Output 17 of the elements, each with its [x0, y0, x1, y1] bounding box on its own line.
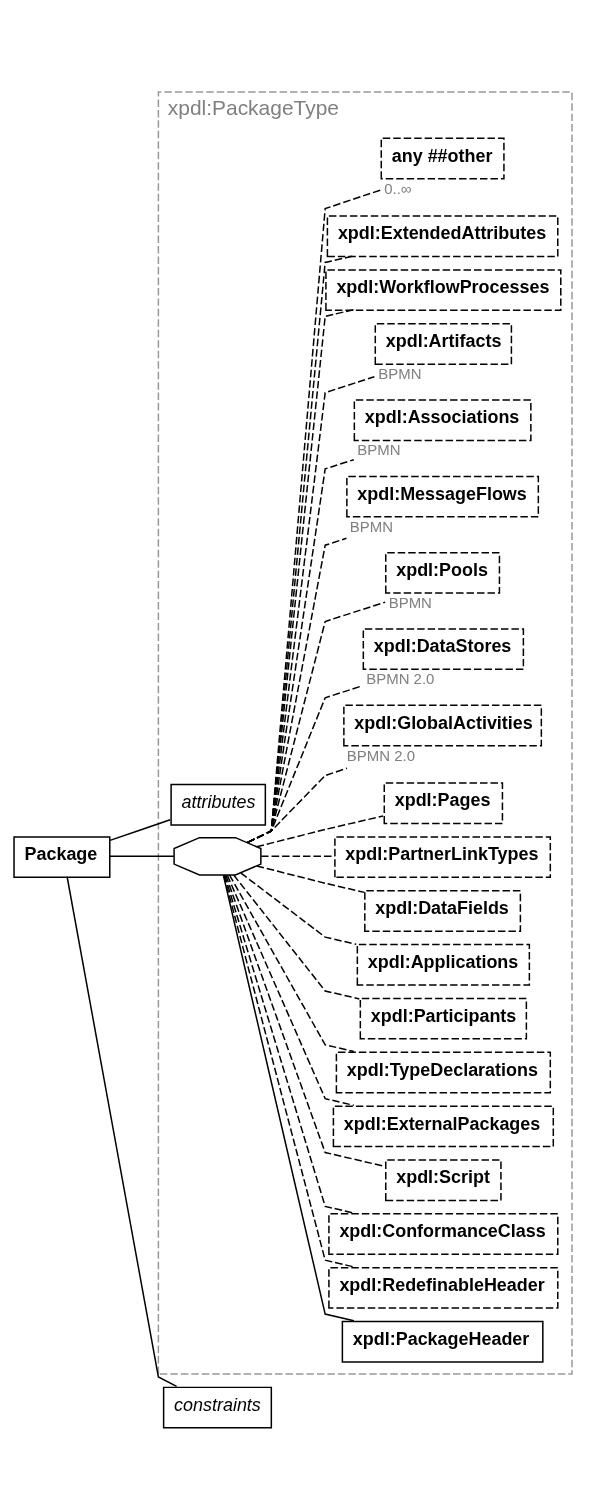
connector	[109, 855, 175, 857]
node-label: BPMN	[378, 364, 422, 382]
connector	[240, 871, 357, 945]
connector	[246, 188, 382, 843]
node-octagon	[173, 836, 262, 876]
connector	[66, 875, 178, 1387]
connector	[109, 818, 171, 841]
connector	[255, 814, 384, 847]
node-label: BPMN	[349, 517, 394, 535]
node-label: BPMN 2.0	[346, 746, 415, 764]
node-label: BPMN	[357, 440, 401, 458]
node-label: BPMN 2.0	[366, 669, 435, 687]
node-label: 0..∞	[384, 179, 412, 197]
connector	[233, 873, 361, 1000]
connector	[255, 864, 366, 893]
connector	[228, 873, 355, 1052]
node-label: BPMN	[388, 593, 432, 611]
